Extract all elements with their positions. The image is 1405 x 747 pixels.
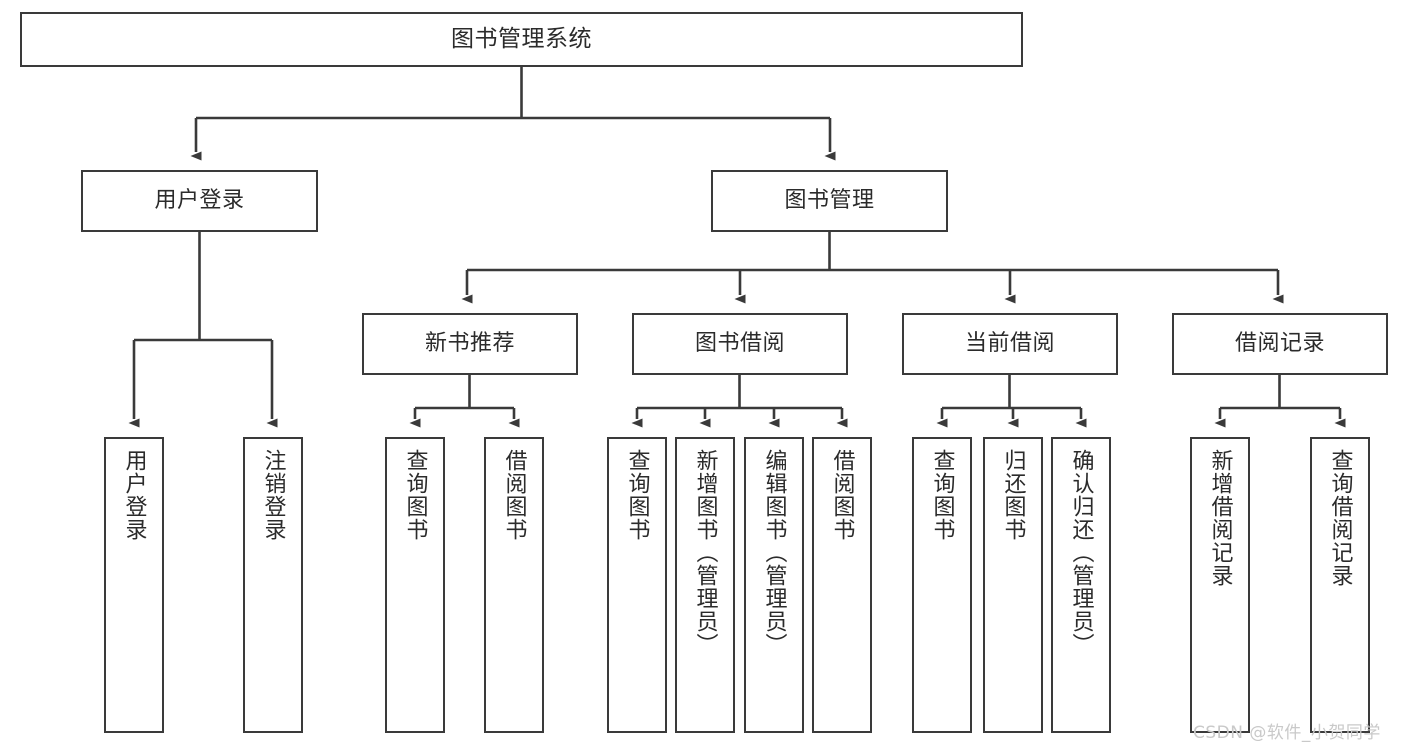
leaf-node[interactable]: 查询图书 — [385, 437, 445, 733]
node-root-label: 图书管理系统 — [451, 26, 592, 53]
leaf-node-label: 查询图书 — [624, 449, 650, 541]
node-borrow-record[interactable]: 借阅记录 — [1172, 313, 1388, 375]
leaf-node[interactable]: 借阅图书 — [812, 437, 872, 733]
node-new-book-recommend[interactable]: 新书推荐 — [362, 313, 578, 375]
node-book-management-label: 图书管理 — [784, 187, 875, 213]
csdn-watermark: CSDN @软件_小贺同学 — [1193, 723, 1381, 743]
leaf-node[interactable]: 查询图书 — [607, 437, 667, 733]
leaf-node[interactable]: 归还图书 — [983, 437, 1043, 733]
node-book-borrow-label: 图书借阅 — [694, 330, 785, 356]
leaf-node[interactable]: 借阅图书 — [484, 437, 544, 733]
leaf-node-label: 借阅图书 — [829, 449, 855, 541]
leaf-node-label: 借阅图书 — [501, 449, 527, 541]
node-book-management[interactable]: 图书管理 — [711, 170, 948, 232]
leaf-node[interactable]: 注销登录 — [243, 437, 303, 733]
leaf-node-label: 新增借阅记录 — [1207, 449, 1233, 587]
node-new-book-recommend-label: 新书推荐 — [424, 330, 515, 356]
leaf-node[interactable]: 查询图书 — [912, 437, 972, 733]
leaf-node-label: 用户登录 — [121, 449, 147, 541]
leaf-node[interactable]: 查询借阅记录 — [1310, 437, 1370, 733]
leaf-node-label: 查询图书 — [929, 449, 955, 541]
leaf-node[interactable]: 用户登录 — [104, 437, 164, 733]
leaf-node-label: 确认归还（管理员） — [1068, 449, 1094, 656]
leaf-node[interactable]: 编辑图书（管理员） — [744, 437, 804, 733]
leaf-node-label: 编辑图书（管理员） — [761, 449, 787, 656]
node-book-borrow[interactable]: 图书借阅 — [632, 313, 848, 375]
leaf-node-label: 归还图书 — [1000, 449, 1026, 541]
leaf-node-label: 新增图书（管理员） — [692, 449, 718, 656]
node-user-login-label: 用户登录 — [154, 187, 245, 213]
node-borrow-record-label: 借阅记录 — [1234, 330, 1325, 356]
leaf-node-label: 查询借阅记录 — [1327, 449, 1353, 587]
leaf-node[interactable]: 新增图书（管理员） — [675, 437, 735, 733]
node-current-borrow-label: 当前借阅 — [964, 330, 1055, 356]
leaf-node[interactable]: 新增借阅记录 — [1190, 437, 1250, 733]
node-user-login[interactable]: 用户登录 — [81, 170, 318, 232]
node-root[interactable]: 图书管理系统 — [20, 12, 1023, 67]
leaf-node-label: 注销登录 — [260, 449, 286, 541]
leaf-node-label: 查询图书 — [402, 449, 428, 541]
node-current-borrow[interactable]: 当前借阅 — [902, 313, 1118, 375]
leaf-node[interactable]: 确认归还（管理员） — [1051, 437, 1111, 733]
